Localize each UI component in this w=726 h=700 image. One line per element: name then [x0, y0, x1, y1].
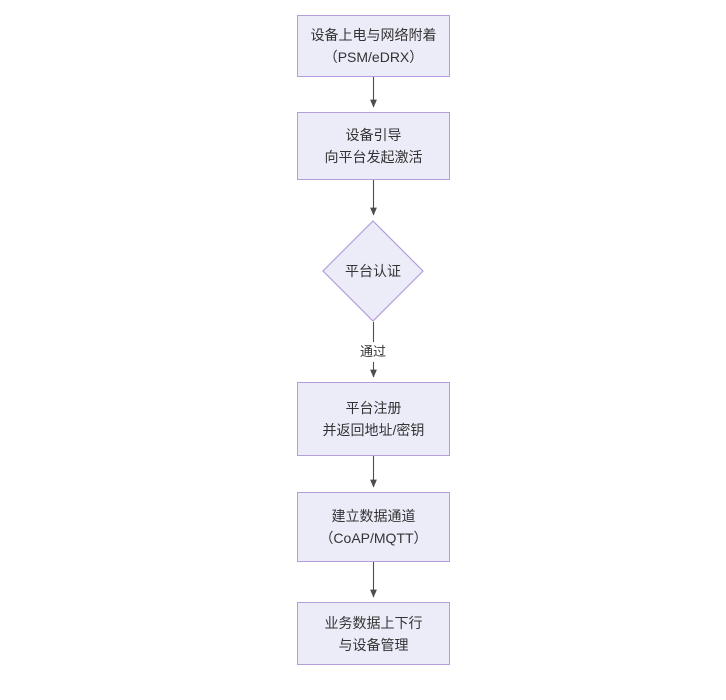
flow-node-data-mgmt[interactable]: 业务数据上下行 与设备管理: [297, 602, 450, 665]
flow-node-auth[interactable]: 平台认证: [322, 220, 424, 322]
flow-node-power-on-line-1: 设备上电与网络附着: [310, 27, 437, 43]
flow-node-register[interactable]: 平台注册 并返回地址/密钥: [297, 382, 450, 456]
flow-node-channel-line-2: （CoAP/MQTT）: [319, 530, 428, 546]
flow-node-data-mgmt-line-1: 业务数据上下行: [324, 614, 423, 631]
flow-node-register-line-2: 并返回地址/密钥: [322, 422, 425, 438]
flow-node-register-line-1: 平台注册: [345, 400, 402, 416]
flow-node-bootstrap[interactable]: 设备引导 向平台发起激活: [297, 112, 450, 180]
flow-node-bootstrap-line-1: 设备引导: [345, 127, 402, 143]
flow-node-channel-line-1: 建立数据通道: [331, 508, 416, 524]
flow-node-auth-label: 平台认证: [345, 263, 401, 279]
edge-label-pass: 通过: [356, 342, 390, 362]
flow-node-bootstrap-line-2: 向平台发起激活: [324, 149, 423, 165]
flow-node-channel[interactable]: 建立数据通道 （CoAP/MQTT）: [297, 492, 450, 562]
diamond-shape: [322, 220, 424, 322]
flow-node-data-mgmt-line-2: 与设备管理: [338, 636, 409, 653]
flow-node-power-on-line-2: （PSM/eDRX）: [323, 49, 424, 65]
flow-node-power-on[interactable]: 设备上电与网络附着 （PSM/eDRX）: [297, 15, 450, 77]
